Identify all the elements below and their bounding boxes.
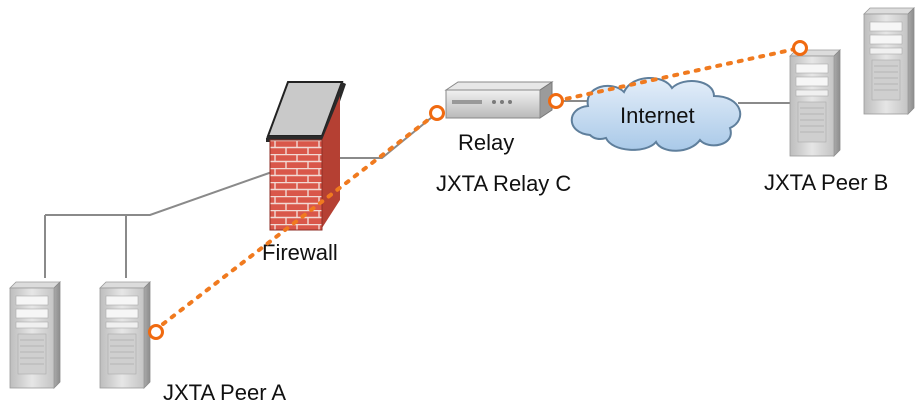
lan-bus-line bbox=[45, 171, 273, 216]
firewall-to-relay-line bbox=[338, 112, 438, 159]
relay-to-peer-b-dotted-line bbox=[554, 46, 802, 103]
internet-label: Internet bbox=[620, 103, 695, 128]
relay-connection-path bbox=[161, 46, 802, 326]
firewall-label: Firewall bbox=[262, 240, 338, 265]
server-icon bbox=[9, 281, 61, 389]
relay-outbound-endpoint-marker bbox=[548, 93, 564, 109]
server-icon bbox=[99, 281, 151, 389]
server-icon bbox=[863, 7, 915, 115]
internet-cloud-icon bbox=[570, 76, 742, 152]
peer-a-label: JXTA Peer A bbox=[163, 380, 286, 405]
peer-b-endpoint-marker bbox=[792, 40, 808, 56]
network-links bbox=[44, 100, 790, 278]
firewall-wall-icon bbox=[266, 81, 346, 231]
relay-device-icon bbox=[444, 81, 554, 119]
relay-name-label: JXTA Relay C bbox=[436, 171, 571, 196]
peer-a-endpoint-marker bbox=[148, 324, 164, 340]
peer-b-label: JXTA Peer B bbox=[764, 170, 888, 195]
server-icon bbox=[789, 49, 841, 157]
peer-a-to-relay-dotted-line bbox=[161, 111, 439, 326]
relay-inbound-endpoint-marker bbox=[429, 105, 445, 121]
relay-label: Relay bbox=[458, 130, 514, 155]
